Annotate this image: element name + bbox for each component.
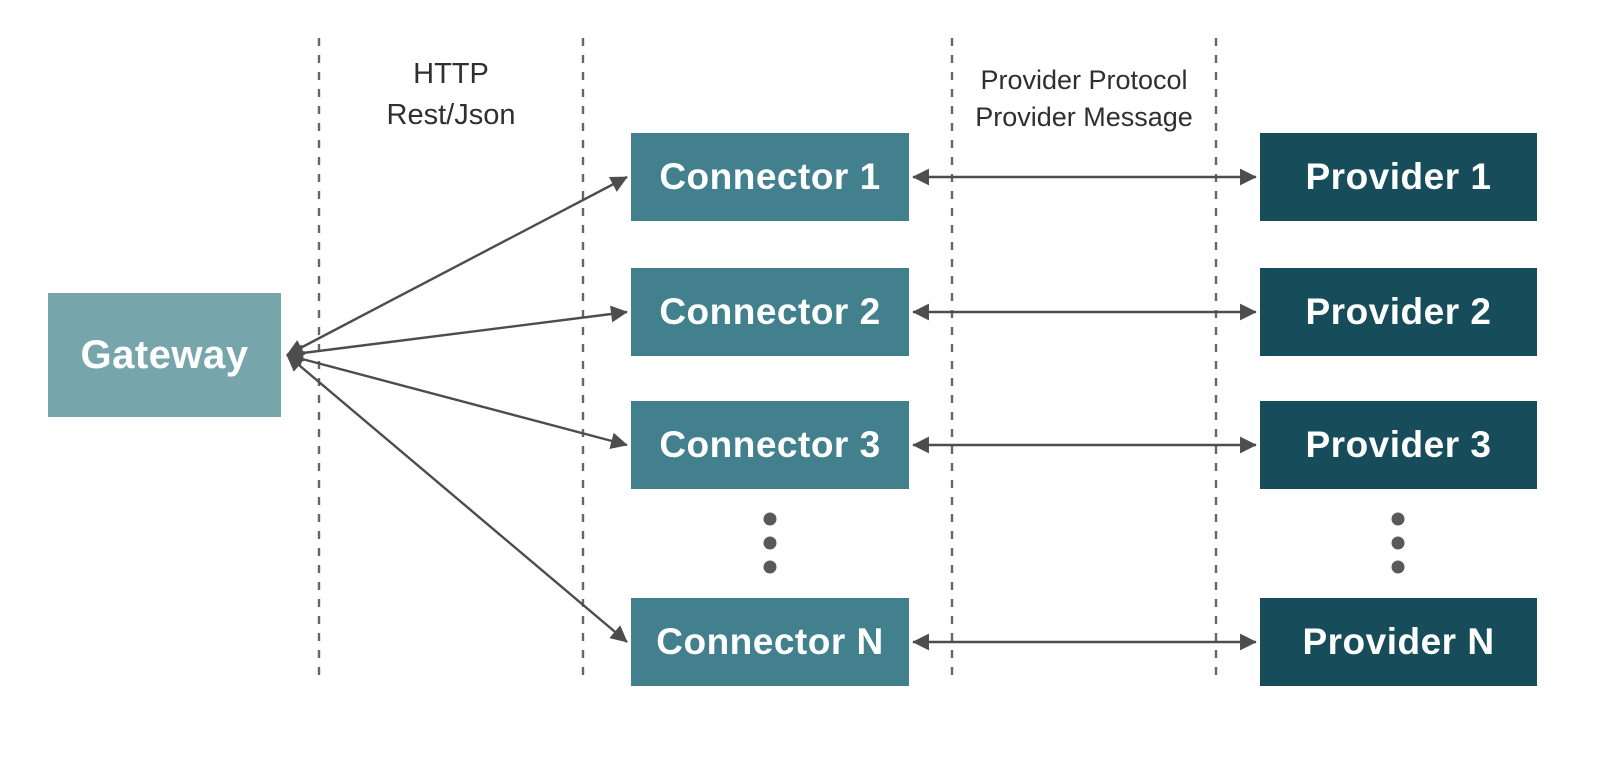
provider-vertical-ellipsis-icon bbox=[1391, 512, 1405, 574]
lane-label-http-line2: Rest/Json bbox=[386, 99, 516, 131]
connector-node-n: Connector N bbox=[631, 598, 909, 686]
gateway-node-label: Gateway bbox=[80, 332, 249, 377]
provider-node-1: Provider 1 bbox=[1260, 133, 1537, 221]
connector-node-n-label: Connector N bbox=[656, 621, 884, 662]
gateway-connectorN-arrow bbox=[286, 354, 628, 643]
lane-label-provider-line2: Provider Message bbox=[975, 102, 1193, 132]
connector-node-2: Connector 2 bbox=[631, 268, 909, 356]
lane-label-provider-line1: Provider Protocol bbox=[980, 65, 1188, 95]
lane-label-http-line1: HTTP bbox=[413, 58, 489, 90]
gateway-connector2-arrow bbox=[286, 305, 628, 362]
lane-label-provider-protocol-message: Provider Protocol Provider Message bbox=[944, 62, 1224, 136]
connector-node-1: Connector 1 bbox=[631, 133, 909, 221]
provider-node-1-label: Provider 1 bbox=[1305, 156, 1492, 197]
connector-vertical-ellipsis-icon bbox=[763, 512, 777, 574]
gateway-node: Gateway bbox=[48, 293, 281, 417]
gateway-connector1-arrow bbox=[286, 175, 628, 357]
provider-node-2-label: Provider 2 bbox=[1305, 291, 1492, 332]
gateway-connector3-arrow bbox=[286, 350, 628, 450]
provider-node-2: Provider 2 bbox=[1260, 268, 1537, 356]
provider-node-n: Provider N bbox=[1260, 598, 1537, 686]
connector-node-3-label: Connector 3 bbox=[659, 424, 881, 465]
connector-node-2-label: Connector 2 bbox=[659, 291, 881, 332]
provider-node-3-label: Provider 3 bbox=[1305, 424, 1492, 465]
connector-node-1-label: Connector 1 bbox=[659, 156, 881, 197]
provider-node-n-label: Provider N bbox=[1302, 621, 1495, 662]
provider-node-3: Provider 3 bbox=[1260, 401, 1537, 489]
lane-label-http-rest-json: HTTP Rest/Json bbox=[321, 54, 581, 136]
connector-node-3: Connector 3 bbox=[631, 401, 909, 489]
